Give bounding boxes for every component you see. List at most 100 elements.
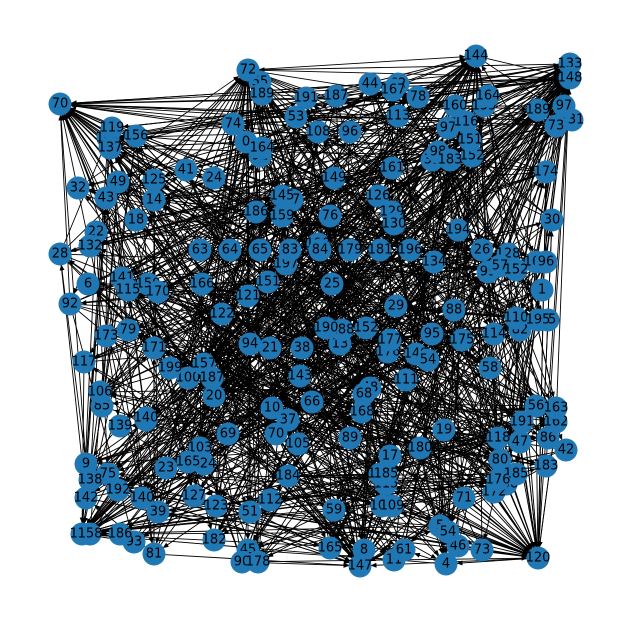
node-marker — [366, 184, 390, 208]
graph-node: 20 — [202, 384, 226, 408]
node-label: 26 — [474, 243, 491, 258]
node-marker — [58, 292, 82, 316]
graph-node: 140 — [130, 486, 154, 510]
graph-node: 32 — [66, 176, 90, 200]
graph-edge — [110, 208, 246, 503]
node-label: 175 — [450, 333, 475, 348]
graph-edge — [90, 256, 473, 528]
graph-edge — [152, 79, 244, 274]
node-label: 47 — [512, 435, 529, 450]
node-label: 120 — [526, 551, 551, 566]
node-label: 6 — [84, 277, 92, 292]
node-label: 32 — [70, 181, 87, 196]
graph-edge — [252, 79, 362, 318]
node-label: 65 — [252, 243, 269, 258]
node-marker — [270, 184, 294, 208]
graph-edge — [89, 130, 459, 527]
node-marker — [450, 328, 474, 352]
node-label: 183 — [534, 459, 559, 474]
node-label: 140 — [134, 411, 159, 426]
node-marker — [526, 98, 550, 122]
node-marker — [202, 384, 226, 408]
node-marker — [204, 494, 228, 518]
graph-node: 18 — [124, 208, 148, 232]
graph-edge — [256, 86, 564, 504]
node-label: 57 — [492, 259, 509, 274]
node-marker — [238, 500, 262, 524]
node-marker — [443, 94, 467, 118]
graph-node: 66 — [300, 390, 324, 414]
node-label: 164 — [476, 89, 501, 104]
node-marker — [488, 448, 512, 472]
node-label: 117 — [72, 355, 97, 370]
node-label: 103 — [188, 441, 213, 456]
node-label: 44 — [362, 77, 379, 92]
node-marker — [210, 302, 234, 326]
graph-edge — [92, 492, 483, 535]
node-marker — [130, 486, 154, 510]
graph-node: 54 — [436, 520, 460, 544]
graph-node: 90 — [230, 550, 254, 574]
graph-node: 165 — [318, 536, 343, 560]
node-label: 191 — [510, 415, 535, 430]
node-label: 8 — [360, 543, 368, 558]
node-label: 106 — [88, 385, 113, 400]
graph-node: 63 — [188, 238, 212, 262]
graph-edge — [535, 183, 547, 548]
graph-node: 68 — [352, 382, 376, 406]
node-label: 81 — [146, 547, 163, 562]
graph-edge — [58, 114, 70, 293]
graph-edge — [349, 85, 563, 322]
graph-edge — [211, 63, 470, 356]
graph-node: 44 — [358, 72, 382, 96]
graph-node: 71 — [452, 486, 476, 510]
node-label: 109 — [380, 499, 405, 514]
graph-edge — [92, 475, 369, 534]
node-marker — [478, 356, 502, 380]
node-label: 100 — [176, 371, 201, 386]
node-label: 80 — [492, 453, 509, 468]
node-label: 144 — [464, 49, 489, 64]
graph-node: 4 — [434, 552, 458, 576]
node-label: 63 — [192, 243, 209, 258]
node-marker — [100, 116, 124, 140]
graph-node: 156 — [124, 124, 148, 148]
node-label: 58 — [482, 361, 499, 376]
node-label: 148 — [558, 71, 583, 86]
node-marker — [504, 258, 528, 282]
graph-edge — [336, 107, 352, 428]
node-label: 94 — [242, 337, 259, 352]
graph-node: 167 — [381, 78, 405, 102]
node-label: 90 — [234, 555, 251, 570]
node-label: 76 — [322, 209, 339, 224]
node-marker — [530, 278, 554, 302]
node-marker — [446, 218, 470, 242]
graph-edge — [87, 387, 182, 526]
graph-edge — [66, 112, 292, 435]
node-marker — [320, 272, 344, 296]
node-label: 123 — [204, 499, 229, 514]
graph-edge — [535, 417, 541, 548]
graph-node: 58 — [478, 356, 502, 380]
graph-edge — [88, 124, 392, 526]
node-label: 74 — [225, 117, 242, 132]
node-label: 25 — [324, 277, 341, 292]
node-label: 114 — [482, 327, 507, 342]
node-label: 10 — [264, 401, 281, 416]
node-marker — [276, 464, 300, 488]
node-label: 165 — [318, 541, 343, 556]
node-label: 118 — [486, 431, 511, 446]
graph-edge — [101, 197, 272, 244]
graph-edge — [364, 87, 566, 556]
graph-node: 194 — [446, 218, 470, 242]
graph-node: 43 — [94, 186, 118, 210]
graph-edge — [273, 63, 560, 94]
node-marker — [378, 328, 402, 352]
node-marker — [108, 414, 132, 438]
graph-node: 97 — [552, 94, 576, 118]
node-label: 112 — [258, 493, 283, 508]
node-label: 164 — [250, 141, 275, 156]
node-label: 96 — [342, 125, 359, 140]
node-label: 68 — [356, 387, 373, 402]
